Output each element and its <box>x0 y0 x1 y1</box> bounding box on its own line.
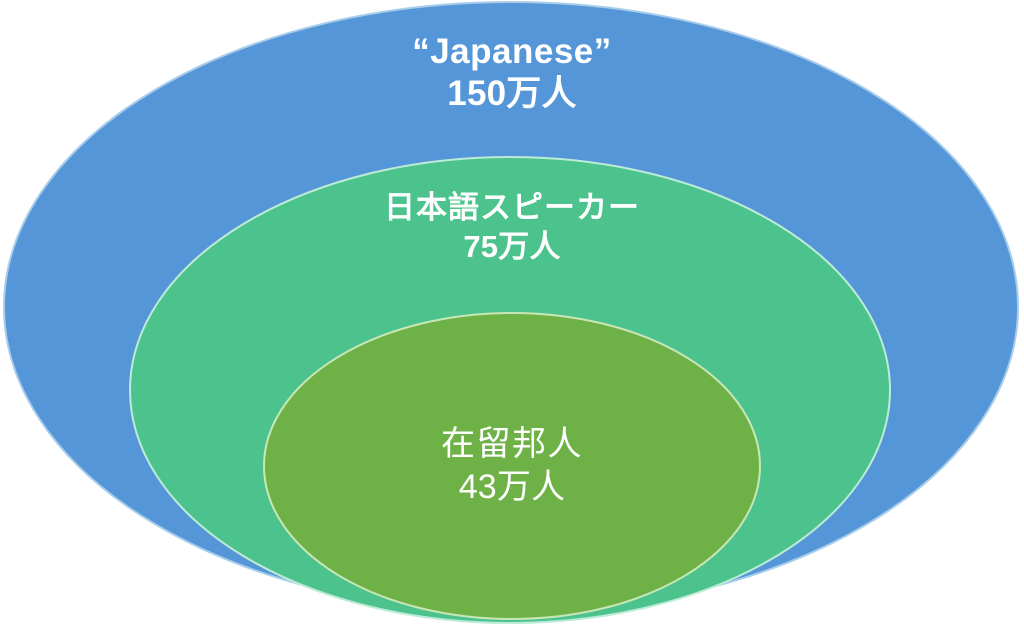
inner-ellipse-japanese-residents <box>263 312 761 620</box>
